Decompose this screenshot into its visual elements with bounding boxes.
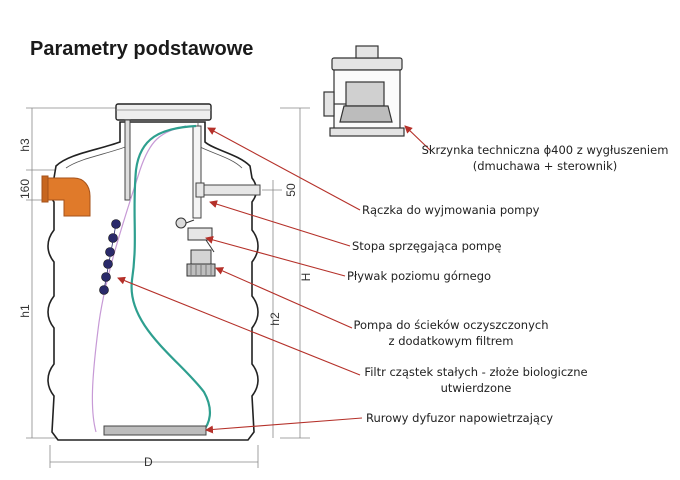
page-title: Parametry podstawowe <box>30 38 254 60</box>
filter-media <box>99 219 121 295</box>
dim-h1: h1 <box>18 304 32 318</box>
dim-h2: h2 <box>268 312 282 326</box>
dim-h3: h3 <box>18 138 32 152</box>
dim-50: 50 <box>284 183 298 197</box>
technical-box <box>323 45 405 137</box>
callout-foot: Stopa sprzęgająca pompę <box>352 239 502 253</box>
callout-pump: Pompa do ścieków oczyszczonych z dodatko… <box>346 317 556 349</box>
callout-arrows <box>117 125 431 434</box>
lifting-pole <box>124 119 202 219</box>
tank-body <box>47 121 259 441</box>
level-float <box>175 217 195 229</box>
air-line <box>91 125 187 433</box>
dim-D: D <box>144 455 153 469</box>
callout-pump-line2: z dodatkowym filtrem <box>388 334 514 348</box>
pump <box>186 249 216 277</box>
callout-filter-line1: Filtr cząstek stałych - złoże biologiczn… <box>364 365 588 379</box>
inlet-pipe <box>41 175 91 217</box>
callout-technical-box-line2: (dmuchawa + sterownik) <box>472 159 618 173</box>
aeration-hose <box>130 124 211 433</box>
callout-float: Pływak poziomu górnego <box>347 269 492 283</box>
callout-filter: Filtr cząstek stałych - złoże biologiczn… <box>356 364 596 396</box>
dim-H: H <box>299 272 313 282</box>
callout-handle: Rączka do wyjmowania pompy <box>362 203 540 217</box>
callout-technical-box-line1: Skrzynka techniczna ϕ400 z wygłuszeniem <box>421 143 669 157</box>
dim-160: 160 <box>18 178 32 200</box>
manhole-cover <box>115 103 212 121</box>
callout-diffuser: Rurowy dyfuzor napowietrzający <box>366 411 554 425</box>
callout-filter-line2: utwierdzone <box>440 381 512 395</box>
diffuser <box>103 425 207 436</box>
callout-pump-line1: Pompa do ścieków oczyszczonych <box>353 318 549 332</box>
outlet-pipe <box>195 182 261 198</box>
callout-technical-box: Skrzynka techniczna ϕ400 z wygłuszeniem … <box>420 142 670 174</box>
